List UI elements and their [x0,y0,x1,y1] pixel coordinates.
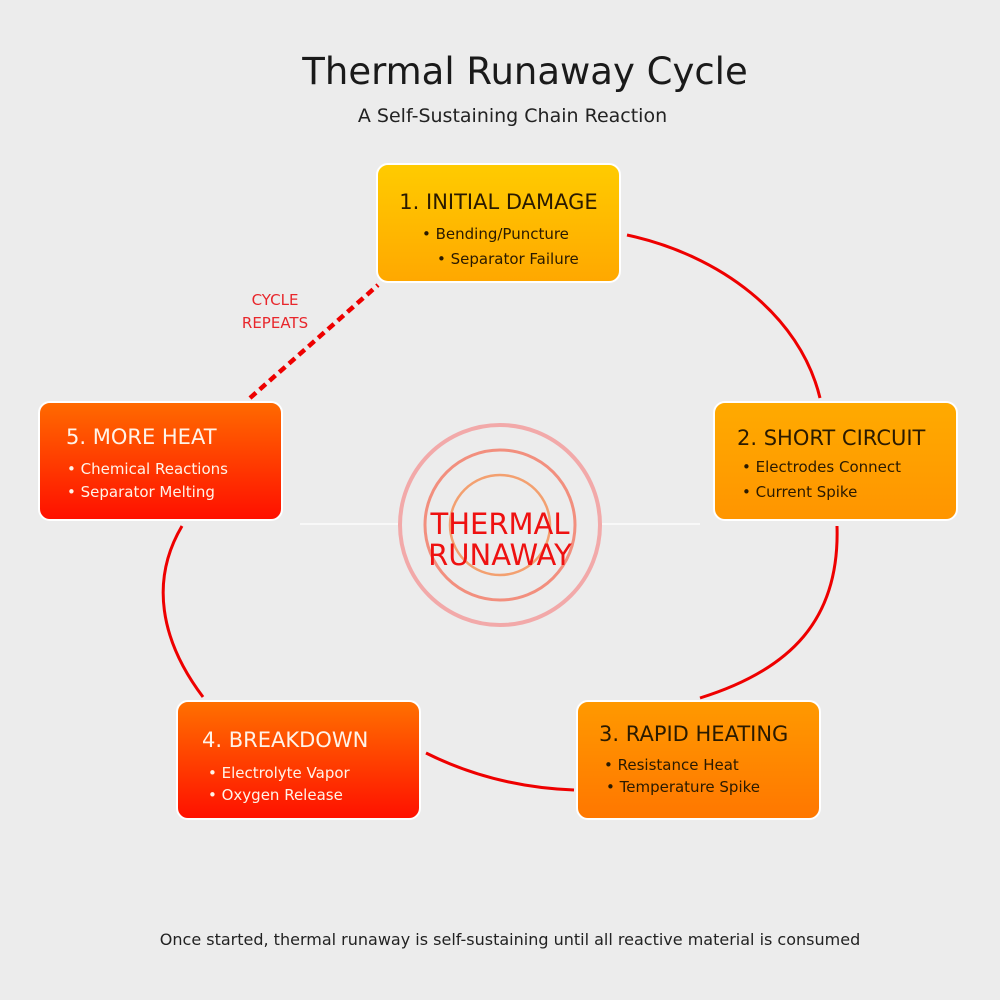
step-box-initial-damage: 1. INITIAL DAMAGE • Bending/Puncture • S… [376,163,621,283]
center-label-line2: RUNAWAY [428,538,572,572]
connector-5-to-1-dashed [248,283,380,400]
step-bullet: • Bending/Puncture [422,225,569,243]
step-box-rapid-heating: 3. RAPID HEATING • Resistance Heat • Tem… [576,700,821,820]
step-bullet: • Resistance Heat [604,756,739,774]
connector-1-to-2 [626,233,822,399]
step-title: 4. BREAKDOWN [202,728,369,752]
step-bullet: • Electrodes Connect [742,458,901,476]
step-title: 1. INITIAL DAMAGE [399,190,598,214]
step-bullet: • Oxygen Release [208,786,343,804]
step-title: 3. RAPID HEATING [599,722,789,746]
ring-inner [448,473,552,577]
cycle-repeats-label-line2: REPEATS [241,314,309,332]
center-label-line1: THERMAL [430,507,570,541]
connector-2-to-3 [699,525,839,700]
footer-caption: Once started, thermal runaway is self-su… [159,930,861,949]
step-bullet: • Separator Melting [67,483,215,501]
connector-4-to-5 [161,525,205,698]
connector-3-to-4 [425,751,575,792]
ring-outer [398,423,602,627]
diagram-title: Thermal Runaway Cycle [302,50,748,93]
ring-middle [423,448,577,602]
step-bullet: • Electrolyte Vapor [208,764,350,782]
step-bullet: • Separator Failure [437,250,579,268]
step-box-breakdown: 4. BREAKDOWN • Electrolyte Vapor • Oxyge… [176,700,421,820]
step-bullet: • Temperature Spike [606,778,760,796]
step-title: 5. MORE HEAT [66,425,217,449]
cycle-repeats-label-line1: CYCLE [251,291,299,309]
step-bullet: • Current Spike [742,483,858,501]
step-box-short-circuit: 2. SHORT CIRCUIT • Electrodes Connect • … [713,401,958,521]
step-title: 2. SHORT CIRCUIT [737,426,926,450]
step-box-more-heat: 5. MORE HEAT • Chemical Reactions • Sepa… [38,401,283,521]
step-bullet: • Chemical Reactions [67,460,228,478]
diagram-subtitle: A Self-Sustaining Chain Reaction [357,105,668,127]
